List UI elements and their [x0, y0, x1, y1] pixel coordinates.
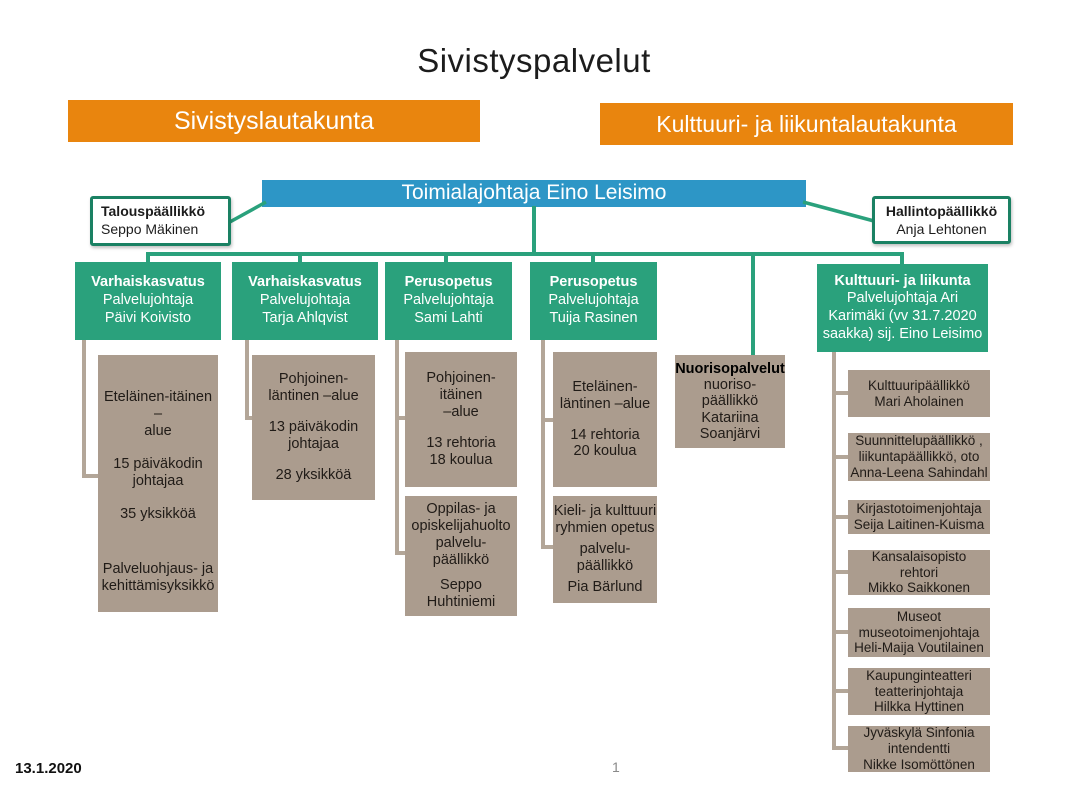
dept-unit-label: Varhaiskasvatus	[248, 274, 362, 291]
unit-box-kirjastotoimenjohtaja: Kirjastotoimenjohtaja Seija Laitinen-Kui…	[848, 500, 990, 534]
unit-box-para: 13 rehtoria 18 koulua	[426, 434, 496, 468]
connector-dept4-stub5	[832, 689, 850, 693]
connector-stub-dept1	[298, 252, 302, 263]
unit-box-kaupunginteatteri: Kaupunginteatteri teatterinjohtaja Hilkk…	[848, 668, 990, 715]
connector-dept4-stub0	[832, 391, 850, 395]
connector-dept0-vertical	[82, 340, 86, 478]
admin-manager-name: Anja Lehtonen	[896, 221, 987, 238]
page-number: 1	[612, 759, 620, 775]
director-bar: Toimialajohtaja Eino Leisimo	[262, 180, 806, 207]
dept-unit-label: Kulttuuri- ja liikunta	[834, 272, 971, 289]
unit-box-para: 28 yksikköä	[275, 466, 352, 483]
page-title: Sivistyspalvelut	[417, 42, 651, 79]
connector-dept1-elbow	[245, 416, 257, 420]
dept-perusopetus-1-header: Perusopetus Palvelujohtaja Sami Lahti	[385, 262, 512, 340]
connector-dept1-vertical	[245, 340, 249, 420]
connector-dept3-vertical	[541, 340, 545, 549]
connector-bar-to-finance	[227, 200, 267, 225]
unit-box-museot: Museot museotoimenjohtaja Heli-Maija Vou…	[848, 608, 990, 657]
unit-box-kansalaisopisto: Kansalaisopisto rehtori Mikko Saikkonen	[848, 549, 990, 595]
unit-box-para: 14 rehtoria 20 koulua	[570, 426, 640, 460]
unit-box-para: 15 päiväkodin johtajaa	[113, 455, 203, 489]
unit-box-pohjoinen-itainen-alue: Pohjoinen-itäinen –alue 13 rehtoria 18 k…	[405, 352, 517, 487]
connector-dept4-vertical	[832, 352, 836, 750]
finance-manager-role: Talouspäällikkö	[101, 203, 205, 219]
connector-bar-to-admin	[802, 200, 875, 223]
connector-main-stem	[532, 206, 536, 254]
dept-role-label: Palvelujohtaja	[102, 292, 194, 309]
banner-kulttuuri-ja-liikuntalautakunta: Kulttuuri- ja liikuntalautakunta	[600, 103, 1013, 145]
youth-unit-label: Nuorisopalvelut	[675, 360, 785, 377]
unit-box-nuorisopalvelut: Nuorisopalvelut nuoriso- päällikkö Katar…	[675, 355, 785, 448]
dept-manager-lines: Palvelujohtaja Ari Karimäki (vv 31.7.202…	[822, 290, 983, 342]
unit-box-etelainen-lantinen-alue: Eteläinen- läntinen –alue 14 rehtoria 20…	[553, 352, 657, 487]
unit-box-etelainen-itainen-alue: Eteläinen-itäinen – alue 15 päiväkodin j…	[98, 355, 218, 612]
dept-unit-label: Varhaiskasvatus	[91, 274, 205, 291]
connector-dept3-stub2	[541, 545, 555, 549]
banner-sivistyslautakunta: Sivistyslautakunta	[68, 100, 480, 142]
youth-body: nuoriso- päällikkö Katariina Soanjärvi	[699, 376, 761, 443]
dept-unit-label: Perusopetus	[404, 274, 493, 291]
dept-perusopetus-2-header: Perusopetus Palvelujohtaja Tuija Rasinen	[530, 262, 657, 340]
dept-manager-name: Tarja Ahlqvist	[262, 309, 348, 326]
unit-box-para: Kieli- ja kulttuuri ryhmien opetus	[553, 503, 657, 537]
connector-dept2-stub2	[395, 551, 407, 555]
connector-dept4-stub4	[832, 630, 850, 634]
dept-role-label: Palvelujohtaja	[259, 292, 351, 309]
connector-stub-dept2	[444, 252, 448, 263]
connector-dept3-stub1	[541, 418, 555, 422]
dept-manager-name: Sami Lahti	[414, 309, 483, 326]
connector-stub-dept3	[591, 252, 595, 263]
admin-manager-role: Hallintopäällikkö	[885, 203, 998, 219]
connector-dept4-stub6	[832, 746, 850, 750]
connector-dept2-stub1	[395, 416, 407, 420]
unit-box-para: Pia Bärlund	[567, 578, 643, 595]
unit-box-para: Oppilas- ja opiskelijahuolto palvelu- pä…	[411, 501, 511, 568]
connector-dept4-stub2	[832, 515, 850, 519]
connector-stub-dept0	[146, 252, 150, 263]
unit-box-para: Eteläinen- läntinen –alue	[559, 378, 651, 412]
connector-dept0-elbow	[82, 474, 100, 478]
unit-box-para: Palveluohjaus- ja kehittämisyksikkö	[101, 560, 215, 594]
footer-date: 13.1.2020	[15, 760, 82, 777]
unit-box-kieli-ja-kulttuuriryhmien-opetus: Kieli- ja kulttuuri ryhmien opetus palve…	[553, 496, 657, 603]
unit-box-jyvaskyla-sinfonia: Jyväskylä Sinfonia intendentti Nikke Iso…	[848, 725, 990, 772]
dept-unit-label: Perusopetus	[549, 274, 638, 291]
unit-box-para: Eteläinen-itäinen – alue	[103, 389, 213, 439]
admin-manager-box: Hallintopäällikkö Anja Lehtonen	[872, 196, 1011, 244]
unit-box-para: Seppo Huhtiniemi	[426, 576, 496, 610]
finance-manager-name: Seppo Mäkinen	[101, 221, 199, 238]
unit-box-para: 35 yksikköä	[120, 505, 196, 522]
unit-box-oppilas-ja-opiskelijahuolto: Oppilas- ja opiskelijahuolto palvelu- pä…	[405, 496, 517, 616]
dept-kulttuuri-ja-liikunta-header: Kulttuuri- ja liikunta Palvelujohtaja Ar…	[817, 264, 988, 352]
connector-dept4-stub3	[832, 570, 850, 574]
unit-box-kulttuuripaallikko: Kulttuuripäällikkö Mari Aholainen	[848, 370, 990, 417]
connector-stub-dept4	[900, 252, 904, 265]
finance-manager-box: Talouspäällikkö Seppo Mäkinen	[90, 196, 231, 246]
dept-manager-name: Tuija Rasinen	[549, 309, 638, 326]
dept-role-label: Palvelujohtaja	[548, 292, 639, 309]
unit-box-para: 13 päiväkodin johtajaa	[268, 419, 359, 452]
dept-role-label: Palvelujohtaja	[403, 292, 494, 309]
unit-box-suunnittelupaallikko: Suunnittelupäällikkö , liikuntapäällikkö…	[848, 433, 990, 481]
dept-manager-name: Päivi Koivisto	[104, 309, 192, 326]
connector-dept4-stub1	[832, 455, 850, 459]
connector-dept2-vertical	[395, 340, 399, 555]
unit-box-para: Pohjoinen-itäinen –alue	[426, 370, 496, 421]
connector-horizontal-rail	[146, 252, 904, 256]
unit-box-pohjoinen-lantinen-alue: Pohjoinen- läntinen –alue 13 päiväkodin …	[252, 355, 375, 500]
connector-stub-youth	[751, 252, 755, 355]
dept-varhaiskasvatus-1-header: Varhaiskasvatus Palvelujohtaja Päivi Koi…	[75, 262, 221, 340]
unit-box-para: palvelu- päällikkö	[576, 541, 634, 574]
dept-varhaiskasvatus-2-header: Varhaiskasvatus Palvelujohtaja Tarja Ahl…	[232, 262, 378, 340]
unit-box-para: Pohjoinen- läntinen –alue	[268, 371, 359, 405]
